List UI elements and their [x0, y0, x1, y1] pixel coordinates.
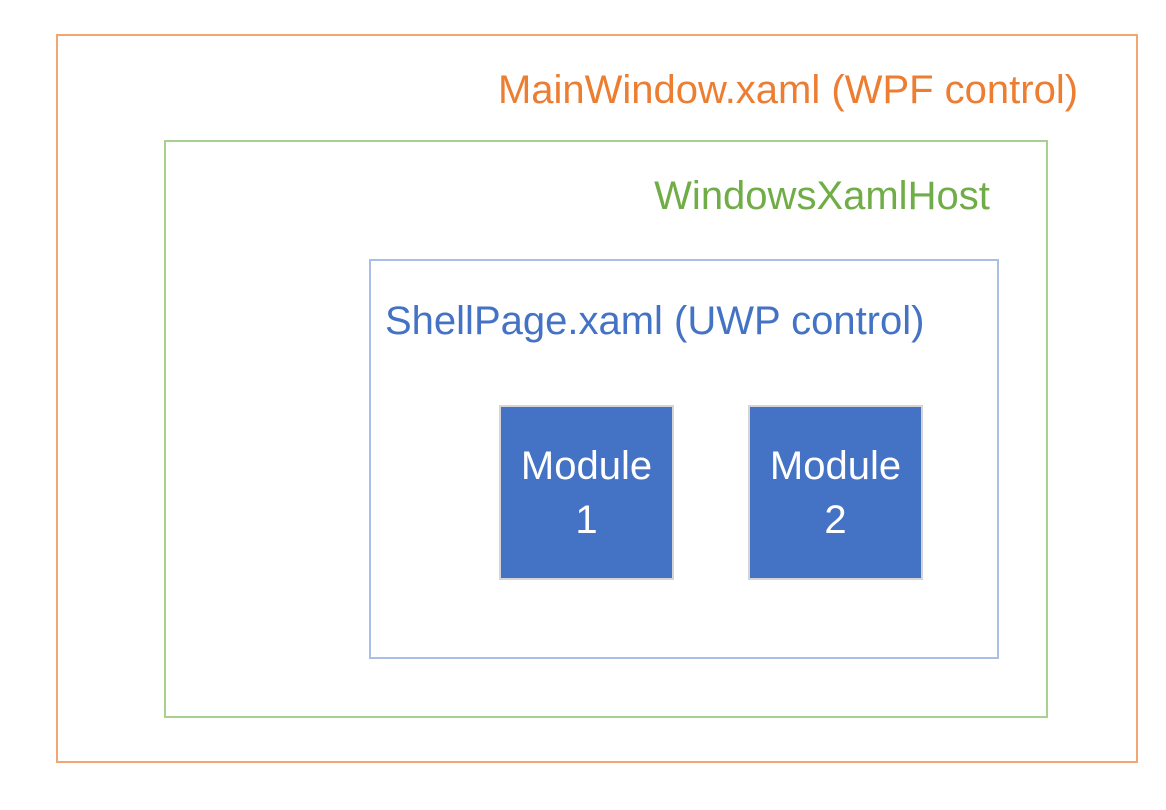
module-1-name: Module — [520, 443, 653, 488]
module-1-box: Module 1 — [499, 405, 674, 580]
module-1-number: 1 — [575, 497, 598, 542]
mainwindow-wpf-label: MainWindow.xaml (WPF control) — [497, 68, 1079, 112]
shellpage-uwp-label: ShellPage.xaml (UWP control) — [385, 299, 925, 343]
module-2-number: 2 — [824, 497, 847, 542]
module-2-box: Module 2 — [748, 405, 923, 580]
mainwindow-wpf-box: MainWindow.xaml (WPF control) WindowsXam… — [56, 34, 1138, 763]
windowsxamlhost-box: WindowsXamlHost ShellPage.xaml (UWP cont… — [164, 140, 1048, 718]
module-2-name: Module — [769, 443, 902, 488]
windowsxamlhost-label: WindowsXamlHost — [654, 174, 990, 218]
shellpage-uwp-box: ShellPage.xaml (UWP control) Module 1 Mo… — [369, 259, 999, 659]
